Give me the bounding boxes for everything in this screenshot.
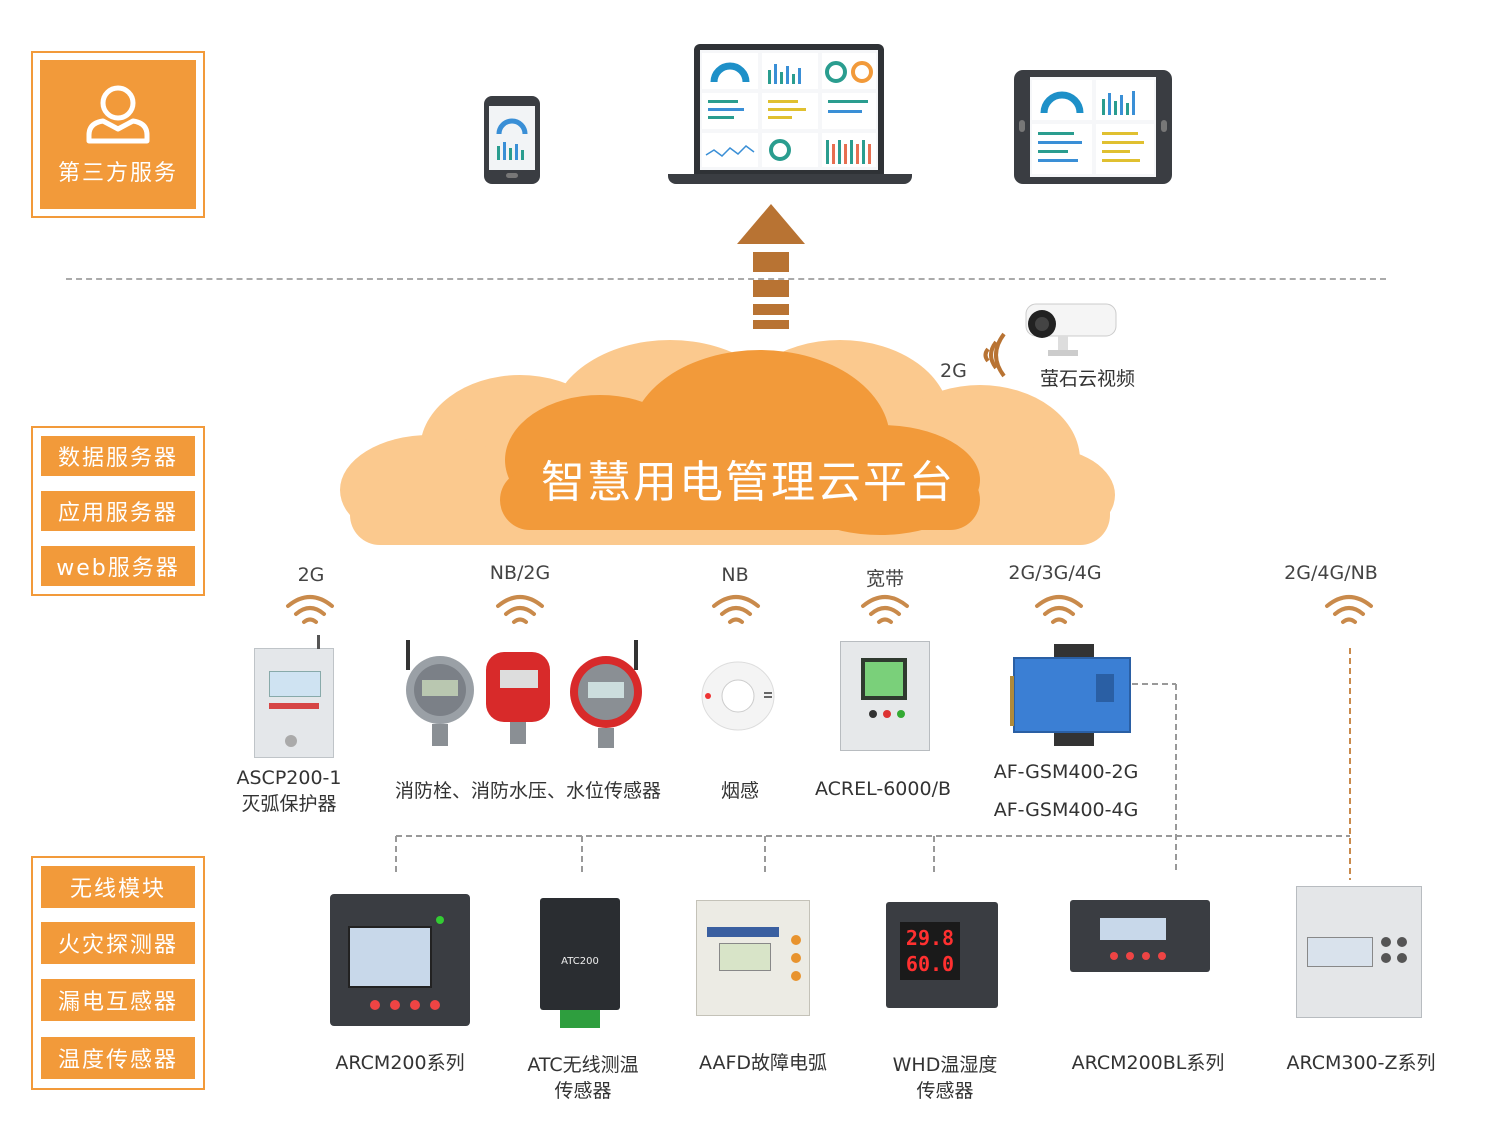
security-camera xyxy=(1025,303,1117,356)
ascp200-device xyxy=(254,635,334,758)
smoke-label: 烟感 xyxy=(720,780,759,802)
hydrant-network-label: NB/2G xyxy=(489,562,551,584)
smoke-network-label: NB xyxy=(721,564,749,586)
arcm200bl-device xyxy=(1070,900,1210,972)
data-server-button[interactable]: 数据服务器 xyxy=(41,436,195,476)
server-panel: 数据服务器 应用服务器 web服务器 xyxy=(31,426,205,596)
arcm200bl-label: ARCM200BL系列 xyxy=(1071,1052,1225,1074)
laptop xyxy=(668,44,912,186)
wifi-icon xyxy=(1325,595,1373,624)
acrel6000-panel xyxy=(840,641,930,751)
aafd-label: AAFD故障电弧 xyxy=(698,1052,828,1074)
cloud-shape xyxy=(340,340,1115,545)
third-party-panel: 第三方服务 xyxy=(31,51,205,218)
gsm-label-2g: AF-GSM400-2G xyxy=(993,761,1139,783)
app-server-button[interactable]: 应用服务器 xyxy=(41,491,195,531)
cloud-platform-title: 智慧用电管理云平台 xyxy=(541,457,955,508)
camera-network-label: 2G xyxy=(940,360,967,382)
arcm300z-device xyxy=(1296,886,1422,1018)
hydrant-label: 消防栓、消防水压、水位传感器 xyxy=(394,780,661,802)
arcm200-label: ARCM200系列 xyxy=(335,1052,465,1074)
acrel6000-network-label: 宽带 xyxy=(865,568,904,590)
aafd-device xyxy=(696,900,810,1016)
arcm300-network-label: 2G/4G/NB xyxy=(1284,562,1378,584)
camera-wifi-icon xyxy=(983,332,1006,378)
wifi-icon xyxy=(712,595,760,624)
hydrant-sensor-red xyxy=(486,652,550,744)
laptop-screen xyxy=(700,50,878,170)
upload-arrow-icon xyxy=(737,204,805,329)
gsm-network-label: 2G/3G/4G xyxy=(1008,562,1102,584)
gsm-label-4g: AF-GSM400-4G xyxy=(993,799,1139,821)
third-party-label: 第三方服务 xyxy=(57,160,178,186)
ascp-label: ASCP200-1 灭弧保护器 xyxy=(236,767,342,815)
phone-screen xyxy=(489,106,535,170)
atc-label: ATC无线测温 传感器 xyxy=(527,1054,639,1102)
tablet-screen xyxy=(1030,77,1156,177)
atc200-device-text: ATC200 xyxy=(561,956,599,967)
device-type-panel: 无线模块 火灾探测器 漏电互感器 温度传感器 xyxy=(31,856,205,1090)
gsm-module xyxy=(1010,644,1131,746)
atc200-device: ATC200 xyxy=(540,898,620,1028)
temperature-sensor-button[interactable]: 温度传感器 xyxy=(41,1037,195,1079)
leakage-transformer-button[interactable]: 漏电互感器 xyxy=(41,979,195,1021)
smartphone xyxy=(484,96,540,184)
camera-label: 萤石云视频 xyxy=(1040,368,1136,390)
arcm300z-label: ARCM300-Z系列 xyxy=(1286,1052,1436,1074)
whd-label: WHD温湿度 传感器 xyxy=(892,1054,998,1102)
ascp-network-label: 2G xyxy=(297,564,325,586)
water-level-sensor xyxy=(570,640,642,748)
wifi-icon xyxy=(496,595,544,624)
acrel6000-label: ACREL-6000/B xyxy=(814,778,952,800)
tablet xyxy=(1014,70,1172,184)
arcm200-device xyxy=(330,894,470,1026)
wifi-icon xyxy=(286,595,334,624)
hydrant-sensor-silver xyxy=(406,640,474,746)
whd-temperature-display: 29.8 xyxy=(905,926,955,950)
separator-line xyxy=(66,278,1386,280)
fire-detector-button[interactable]: 火灾探测器 xyxy=(41,922,195,964)
user-icon xyxy=(86,85,150,143)
wifi-icon xyxy=(861,595,909,624)
web-server-button[interactable]: web服务器 xyxy=(41,546,195,586)
wifi-icon xyxy=(1035,595,1083,624)
wireless-module-button[interactable]: 无线模块 xyxy=(41,866,195,908)
smoke-detector xyxy=(701,661,775,731)
whd-device: 29.8 60.0 xyxy=(886,902,998,1008)
whd-humidity-display: 60.0 xyxy=(905,952,955,976)
third-party-box[interactable]: 第三方服务 xyxy=(40,60,196,209)
